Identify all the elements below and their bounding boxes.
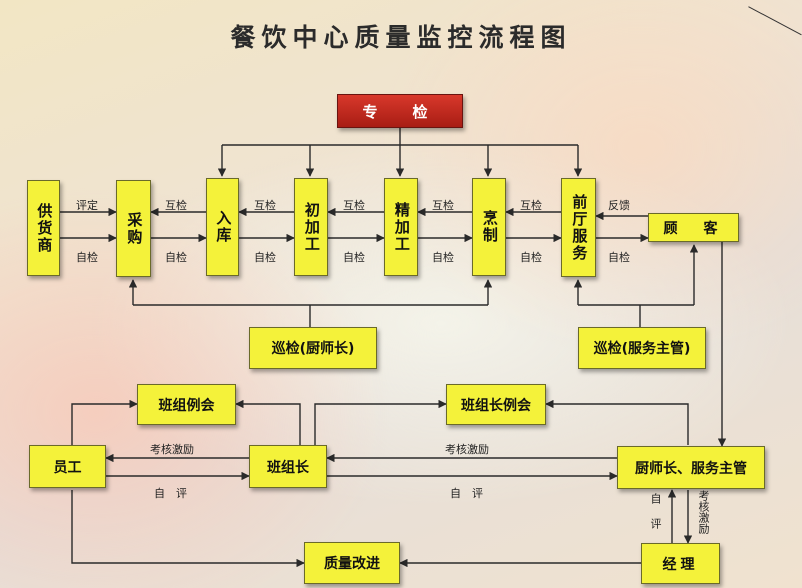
node-pengzhi: 烹制 [472,178,506,276]
node-guke: 顾 客 [648,213,739,242]
label-zijian-3: 自检 [254,251,276,264]
node-banzuzhang-lihui: 班组长例会 [446,384,546,425]
label-hujian-1: 互检 [165,199,187,212]
label-kaohe-1: 考核激励 [150,443,194,456]
label-fankui: 反馈 [608,199,630,212]
node-xunjian-chushizhang: 巡检(厨师长) [249,327,377,369]
node-zhiliang-gaijin: 质量改进 [304,542,400,584]
node-gonghuoshang: 供货商 [27,180,60,276]
node-jingjiagong: 精加工 [384,178,418,276]
label-zijian-4: 自检 [343,251,365,264]
node-chujiagong: 初加工 [294,178,328,276]
label-hujian-3: 互检 [343,199,365,212]
node-xunjian-fuwuzhuguan: 巡检(服务主管) [578,327,706,369]
label-hujian-2: 互检 [254,199,276,212]
label-zijian-2: 自检 [165,251,187,264]
label-hujian-5: 互检 [520,199,542,212]
node-caigou: 采购 [116,180,151,277]
label-pingding: 评定 [76,199,98,212]
arrow-banzuzhang-banzulihui [235,399,301,445]
label-zijian-1: 自检 [76,251,98,264]
label-ziping-2: 自 评 [450,487,483,500]
node-banzu-lihui: 班组例会 [137,384,236,425]
label-kaohe-vertical: 考核激励 [697,490,710,534]
label-zijian-5: 自检 [432,251,454,264]
page-title: 餐饮中心质量监控流程图 [230,23,572,52]
arrow-yuangong-banzulihui [71,399,138,445]
label-ziping-vertical: 自评 [649,493,662,543]
node-chushizhang-fuwuzhuguan: 厨师长、服务主管 [617,446,765,489]
label-zijian-7: 自检 [608,251,630,264]
label-zijian-6: 自检 [520,251,542,264]
node-qiantingfuwu: 前厅服务 [561,178,596,277]
arrow-chushizhang-banzuzhanglihui [545,399,689,445]
label-ziping-1: 自 评 [154,487,187,500]
node-jingli: 经理 [641,543,720,584]
arrow-yuangong-zhiliang [71,490,305,568]
label-kaohe-2: 考核激励 [445,443,489,456]
node-zhuanjian: 专 检 [337,94,463,128]
node-yuangong: 员工 [29,445,106,488]
label-hujian-4: 互检 [432,199,454,212]
node-ruku: 入库 [206,178,239,276]
node-banzuzhang: 班组长 [249,445,327,488]
arrow-banzuzhang-banzuzhanglihui [314,399,447,445]
